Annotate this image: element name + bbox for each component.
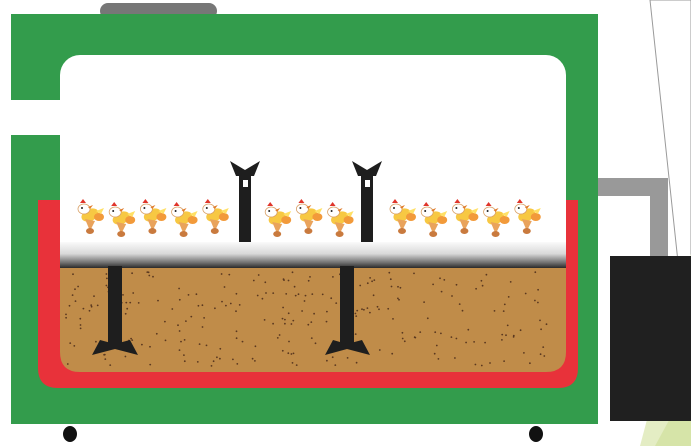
chicken-icon [420,202,448,237]
support-stand-left [92,266,138,355]
conveyor-belt [60,242,566,268]
chicken-icon [295,199,323,234]
chicken-row [77,199,541,237]
foot-right [529,426,543,442]
chicken-icon [264,202,292,237]
chicken-icon [139,199,167,234]
external-unit [610,256,691,421]
fork-left [230,161,260,242]
chicken-icon [514,199,541,234]
chicken-icon [327,202,354,237]
chicken-icon [483,202,510,237]
sand-bed [60,260,566,372]
side-vent [0,100,62,135]
chicken-icon [202,199,229,234]
chicken-icon [171,202,198,237]
support-stand-right [325,266,370,355]
foot-left [63,426,77,442]
chicken-icon [389,199,416,234]
fork-right [352,161,382,242]
chicken-icon [108,202,136,237]
chicken-icon [77,199,104,234]
chicken-icon [451,199,479,234]
pipe [598,178,668,258]
